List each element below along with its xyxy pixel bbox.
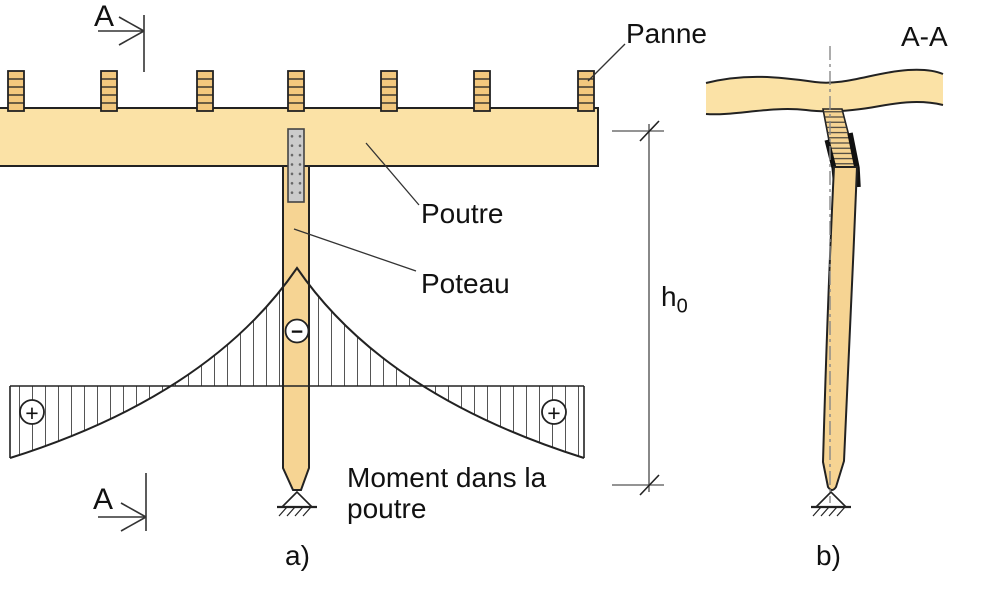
purlin-4 xyxy=(287,70,305,112)
plate-nail-dots xyxy=(290,132,302,199)
section-marker-top xyxy=(98,15,145,72)
poutre-leader-line xyxy=(365,142,420,206)
panne-label: Panne xyxy=(626,18,707,49)
section-marker-bottom-label: A xyxy=(93,483,114,516)
steel-plate xyxy=(287,128,305,203)
moment-diagram-outline xyxy=(9,266,585,459)
caption-b: b) xyxy=(816,540,841,571)
section-beam-band xyxy=(705,68,944,116)
poteau-label: Poteau xyxy=(421,268,510,299)
height-symbol: h xyxy=(661,281,677,312)
arrowhead-barb xyxy=(120,516,147,532)
moment-sign-positive-right: + xyxy=(541,399,567,426)
section-marker-top-label: A xyxy=(94,0,115,33)
moment-sign-positive-left: + xyxy=(19,399,45,426)
caption-a: a) xyxy=(285,540,310,571)
moment-sign-negative: − xyxy=(284,318,310,344)
pinned-support-b xyxy=(809,490,853,518)
arrowhead-barb xyxy=(118,16,145,32)
poutre-label: Poutre xyxy=(421,198,504,229)
pinned-support-a xyxy=(275,490,319,518)
section-title-label: A-A xyxy=(901,21,948,52)
height-dimension-label: h0 xyxy=(661,281,688,317)
moment-curve xyxy=(9,266,585,459)
section-marker-bottom xyxy=(98,473,147,532)
purlin-row xyxy=(7,70,595,112)
height-subscript: 0 xyxy=(676,295,688,318)
height-dimension xyxy=(612,120,664,496)
arrowhead-barb xyxy=(120,502,147,518)
minus-sign: − xyxy=(291,321,303,344)
moment-caption-line1: Moment dans la xyxy=(347,462,547,493)
moment-caption: Moment dans la poutre xyxy=(347,462,546,525)
plus-sign-left: + xyxy=(25,400,38,426)
purlin-5 xyxy=(380,70,398,112)
purlin-2 xyxy=(100,70,118,112)
section-column-shaft xyxy=(821,166,859,491)
purlin-6 xyxy=(473,70,491,112)
poteau-leader-line xyxy=(293,228,417,272)
arrowhead-barb xyxy=(118,30,145,46)
purlin-1 xyxy=(7,70,25,112)
panne-leader-line xyxy=(587,43,626,82)
plus-sign-right: + xyxy=(547,400,560,426)
dimension-tick-top xyxy=(639,120,660,142)
purlin-3 xyxy=(196,70,214,112)
dimension-tick-bottom xyxy=(639,474,660,496)
moment-caption-line2: poutre xyxy=(347,493,427,525)
